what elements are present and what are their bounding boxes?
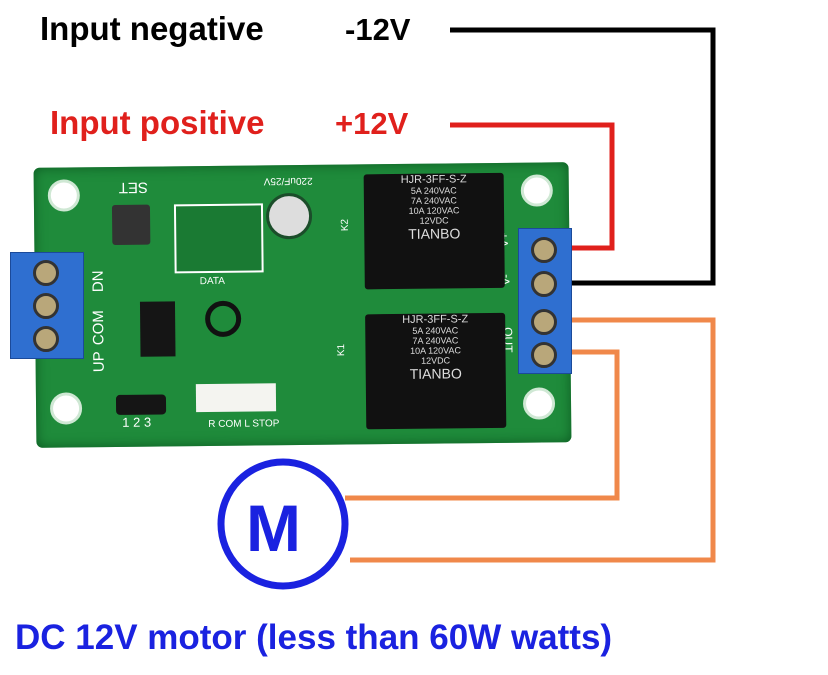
jumper[interactable] xyxy=(115,394,167,415)
screw-terminal-com[interactable] xyxy=(33,293,59,319)
screw-terminal-out1[interactable] xyxy=(531,309,557,335)
negative-wire xyxy=(450,27,716,286)
relay-brand: TIANBO xyxy=(408,225,461,242)
power-output-terminal-block xyxy=(518,228,572,374)
rf-module xyxy=(173,203,264,274)
input-negative-label: Input negative xyxy=(40,10,264,47)
relay-rating: 10A 120VAC xyxy=(408,205,460,216)
relay-model: HJR-3FF-S-Z xyxy=(400,173,467,186)
relay-k1: TIANBO 12VDC 10A 120VAC 7A 240VAC 5A 240… xyxy=(365,312,507,430)
screw-terminal-out2[interactable] xyxy=(531,342,557,368)
relay-coil: 12VDC xyxy=(419,215,449,226)
caption: DC 12V motor (less than 60W watts) xyxy=(15,618,612,658)
motor-wire-2 xyxy=(345,349,620,501)
output-connector xyxy=(195,383,277,413)
caption-part-2: 60W watts) xyxy=(429,618,613,657)
set-button[interactable] xyxy=(111,204,151,245)
relay-model: HJR-3FF-S-Z xyxy=(402,313,469,326)
mount-hole xyxy=(522,387,556,420)
com-label: COM xyxy=(90,310,108,346)
positive-wire xyxy=(450,122,615,251)
antenna-coil xyxy=(204,300,242,338)
k1-label: K1 xyxy=(336,343,348,357)
caption-part-1: DC 12V motor (less than xyxy=(15,618,430,657)
data-label: DATA xyxy=(199,275,225,288)
mount-hole xyxy=(47,179,81,212)
relay-k2: TIANBO 12VDC 10A 120VAC 7A 240VAC 5A 240… xyxy=(363,172,505,290)
relay-rating: 7A 240VAC xyxy=(410,195,457,206)
input-terminal-block xyxy=(10,252,84,359)
capacitor-label: 220uF/25V xyxy=(263,174,313,187)
relay-brand: TIANBO xyxy=(409,365,462,382)
screw-terminal-up[interactable] xyxy=(33,326,59,352)
positive-voltage-label: +12V xyxy=(335,106,409,141)
dn-label: DN xyxy=(89,270,107,293)
relay-rating: 5A 240VAC xyxy=(412,325,459,336)
relay-rating: 7A 240VAC xyxy=(412,335,459,346)
ic-chip xyxy=(139,301,176,357)
relay-rating: 10A 120VAC xyxy=(409,345,461,356)
screw-terminal-vplus[interactable] xyxy=(531,237,557,263)
mount-hole xyxy=(49,392,83,425)
screw-terminal-dn[interactable] xyxy=(33,260,59,286)
connector-label: R COM L STOP xyxy=(208,418,280,430)
up-label: UP xyxy=(90,351,108,373)
k2-label: K2 xyxy=(339,218,351,232)
capacitor xyxy=(265,192,313,240)
relay-board: SET 220uF/25V DATA 1 2 3 R COM L STOP DN… xyxy=(33,162,572,448)
input-positive-label: Input positive xyxy=(50,104,265,141)
relay-coil: 12VDC xyxy=(421,355,451,366)
screw-terminal-vminus[interactable] xyxy=(531,271,557,297)
motor-symbol-circle xyxy=(217,458,349,590)
negative-voltage-label: -12V xyxy=(345,12,411,47)
relay-rating: 5A 240VAC xyxy=(410,185,457,196)
motor-letter: M xyxy=(246,491,301,565)
mount-hole xyxy=(520,174,553,207)
jumper-label: 1 2 3 xyxy=(122,414,152,430)
set-label: SET xyxy=(118,178,149,196)
motor-wire-1 xyxy=(350,317,716,563)
